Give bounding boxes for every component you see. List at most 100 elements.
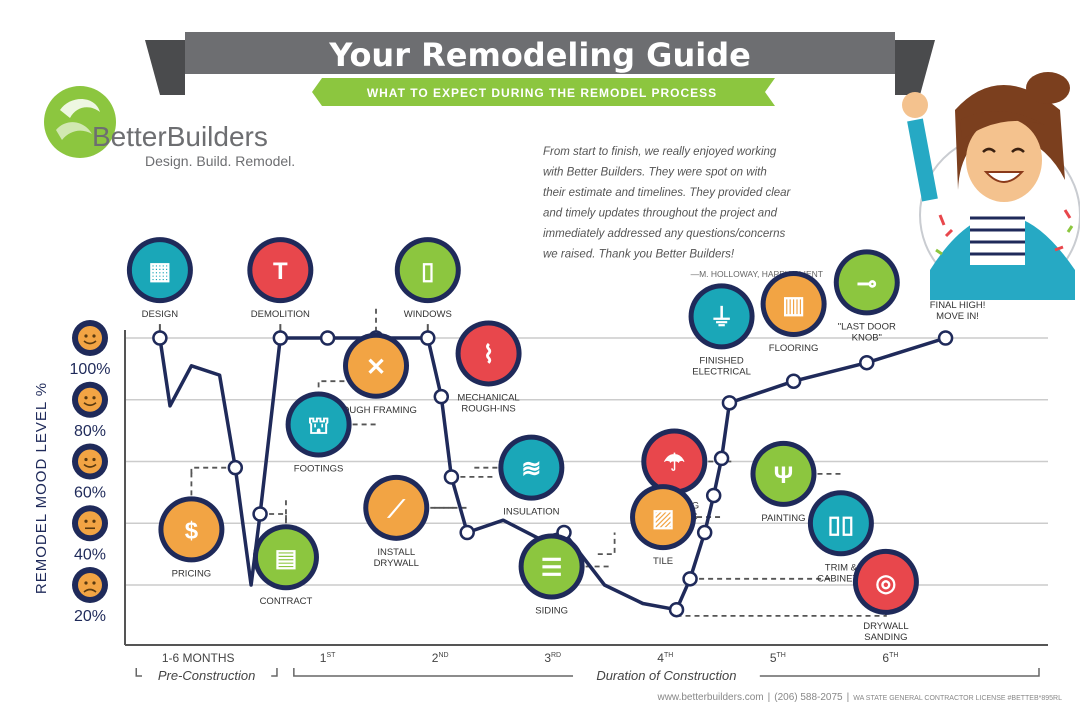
pipe-icon-glyph: ⌇: [483, 341, 495, 368]
contract-icon-glyph: ▤: [275, 545, 298, 572]
testimonial-line: immediately addressed any questions/conc…: [543, 228, 786, 240]
insulation-icon-glyph: ≋: [521, 456, 541, 483]
y-tick-label: 100%: [70, 361, 111, 378]
milestone-label: ROUGH FRAMING: [335, 405, 417, 416]
milestone-label: FOOTINGS: [294, 463, 344, 474]
mood-face-eye: [84, 519, 88, 523]
mood-face: [78, 511, 102, 536]
x-tick-label: 1-6 MONTHS: [162, 651, 235, 665]
x-tick-suffix: RD: [551, 652, 561, 659]
siding-icon: [523, 538, 580, 595]
mood-face-eye: [84, 581, 88, 585]
blueprint-icon: [131, 242, 188, 299]
shower-icon: [646, 433, 703, 490]
x-tick-suffix: TH: [777, 652, 786, 659]
mood-face-eye: [92, 334, 96, 338]
mood-face-eye: [84, 396, 88, 400]
x-tick-label: 2ND: [432, 651, 449, 665]
brand-tagline: Design. Build. Remodel.: [145, 153, 295, 169]
data-point: [252, 506, 268, 522]
data-point: [696, 524, 713, 541]
milestone-windows: ▯ WINDOWS: [394, 237, 461, 320]
range-label: Duration of Construction: [596, 668, 736, 683]
milestone-label: DESIGN: [142, 309, 179, 320]
framing-icon: [348, 337, 405, 394]
mood-face-icon: [72, 443, 108, 480]
milestone-rough-framing: ✕ROUGH FRAMING: [335, 332, 417, 416]
range-label: Pre-Construction: [158, 668, 256, 683]
milestone-label: TILE: [653, 556, 673, 567]
y-tick-label: 60%: [74, 485, 106, 502]
mood-face: [78, 387, 102, 412]
milestone-label: CONTRACT: [260, 596, 313, 607]
mood-face-icon: [72, 505, 108, 542]
mood-face-mouth: [83, 463, 97, 468]
milestone-label: DEMOLITION: [251, 309, 310, 320]
footer-license: WA STATE GENERAL CONTRACTOR LICENSE #BET…: [853, 695, 1062, 702]
sanding-icon: [857, 553, 914, 610]
data-point: [721, 395, 738, 411]
mood-face-mouth: [83, 588, 97, 593]
mood-face-icons: 100%80%60%40%20%: [70, 320, 111, 625]
milestone-label: WINDOWS: [404, 309, 452, 320]
data-point: [227, 459, 244, 476]
testimonial-attribution: —M. HOLLOWAY, HAPPY CLIENT: [691, 269, 823, 279]
milestone-footings: ⛫FOOTINGS: [285, 391, 352, 474]
x-tick-label: 3RD: [544, 651, 561, 665]
y-axis-label: REMODEL MOOD LEVEL %: [33, 382, 50, 594]
brush-icon: [755, 445, 812, 502]
mood-face-mouth: [83, 402, 97, 407]
header-banner: Your Remodeling Guide WHAT TO EXPECT DUR…: [145, 32, 935, 106]
mood-face-eye: [84, 457, 88, 462]
x-tick-suffix: ST: [326, 652, 336, 659]
milestone-insulation: ≋INSULATION: [498, 434, 565, 518]
tile-icon-glyph: ▨: [652, 505, 675, 532]
data-point: [272, 330, 289, 346]
x-tick-label: 4TH: [657, 651, 673, 665]
page-subtitle: WHAT TO EXPECT DURING THE REMODEL PROCES…: [367, 86, 717, 100]
milestone-contract: ▤ CONTRACT: [252, 524, 319, 607]
dollar-icon-glyph: $: [185, 517, 199, 544]
connector: [597, 532, 616, 555]
footing-icon: [290, 396, 347, 453]
testimonial-line: and timely updates throughout the projec…: [543, 208, 778, 220]
hammer-icon-glyph: T: [273, 258, 288, 285]
cabinet-icon-glyph: ▯▯: [828, 511, 854, 538]
axes: [124, 330, 1048, 646]
tile-icon: [635, 489, 692, 546]
x-tick-label: 5TH: [770, 651, 786, 665]
window-icon-glyph: ▯: [421, 258, 434, 285]
data-point: [682, 571, 698, 587]
data-point: [668, 601, 685, 618]
data-point: [152, 330, 168, 346]
y-tick-label: 80%: [74, 423, 106, 440]
brush-icon-glyph: Ψ: [774, 462, 793, 489]
mood-face: [78, 573, 102, 597]
testimonial-line: From start to finish, we really enjoyed …: [543, 146, 777, 158]
client-testimonial: From start to finish, we really enjoyed …: [543, 146, 823, 279]
milestone-label: ELECTRICAL: [692, 366, 751, 377]
final-high-label: FINAL HIGH!MOVE IN!: [930, 300, 986, 322]
data-point: [443, 469, 460, 485]
pipe-icon: [460, 325, 517, 382]
milestone-demolition: T DEMOLITION: [247, 237, 314, 320]
milestone-siding: ☰SIDING: [518, 533, 585, 616]
milestone-tile: ▨ TILE: [630, 484, 697, 567]
milestone-label: FINISHED: [699, 355, 743, 366]
milestone-trim-cabinets: ▯▯TRIM &CABINETS: [807, 490, 874, 584]
milestone-label: TRIM &: [825, 562, 858, 573]
dollar-icon: [163, 501, 220, 558]
mood-face-eye: [92, 457, 96, 462]
insulation-icon: [503, 439, 560, 496]
mood-face-eye: [92, 519, 96, 523]
window-icon: [399, 242, 456, 299]
milestone-label: KNOB": [852, 332, 882, 343]
y-axis-label-group: REMODEL MOOD LEVEL %: [33, 382, 50, 594]
page-title: Your Remodeling Guide: [328, 36, 751, 74]
